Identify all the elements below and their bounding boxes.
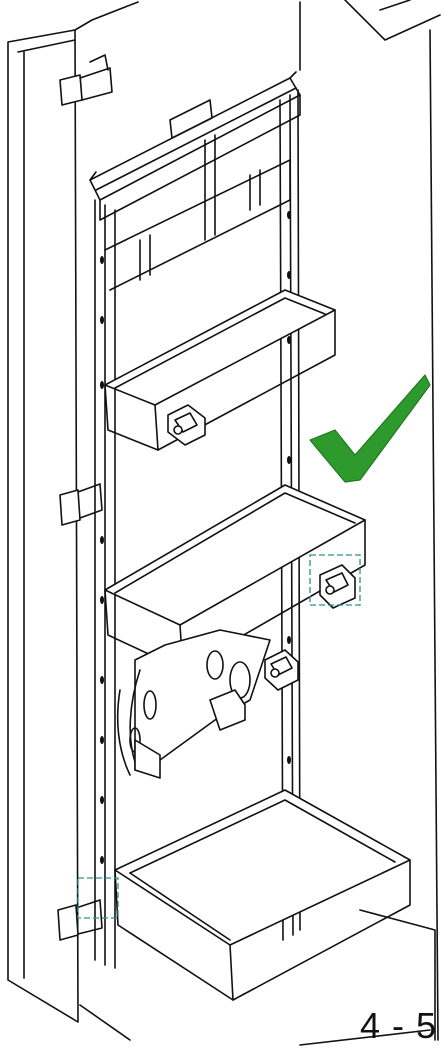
clip-icon — [264, 649, 299, 691]
clip-icon — [319, 564, 356, 609]
hinge-icon — [57, 54, 113, 941]
highlight-box-clip — [309, 554, 361, 606]
left-rail — [94, 199, 116, 969]
top-frame — [89, 71, 301, 291]
page-number: 4 - 5 — [359, 1005, 437, 1046]
check-mark-icon — [309, 374, 431, 483]
shelf-basket-bottom — [114, 789, 411, 1001]
shelf-basket-top — [104, 289, 336, 451]
clip-icon — [167, 404, 206, 446]
hanger-bracket — [116, 629, 271, 779]
cabinet-outline — [7, 0, 441, 1046]
highlight-box-hinge — [77, 877, 119, 919]
